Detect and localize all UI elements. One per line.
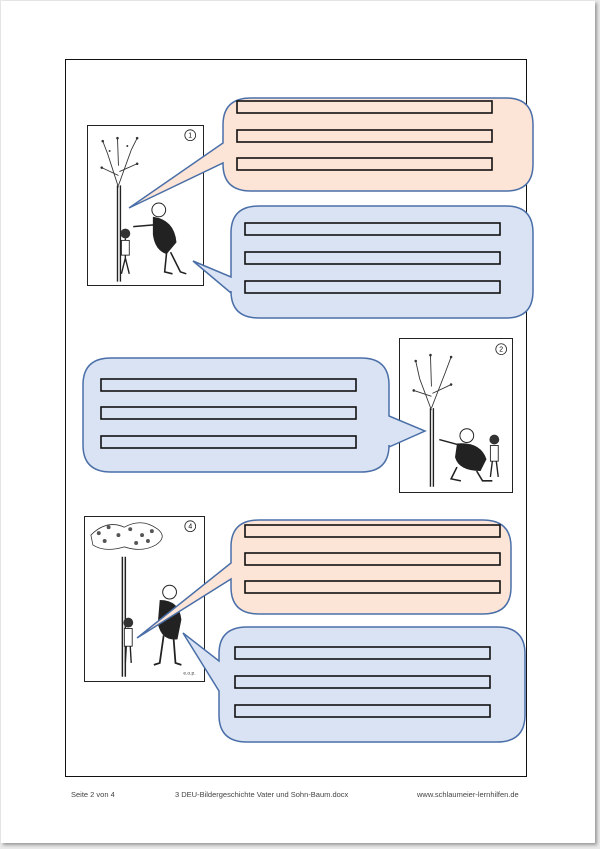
writing-line[interactable] [236, 129, 493, 143]
comic-drawing-1: 1 [100, 129, 197, 282]
writing-line[interactable] [234, 675, 491, 689]
writing-line[interactable] [244, 580, 501, 594]
comic-panel-1: 1 [87, 125, 204, 286]
writing-line[interactable] [244, 222, 501, 236]
writing-line[interactable] [234, 704, 491, 718]
panel-number-1: 1 [188, 133, 192, 140]
comic-panel-2: 2 [399, 338, 513, 493]
comic-drawing-2: 2 [412, 343, 507, 487]
footer-filename: 3 DEU-Bildergeschichte Vater und Sohn-Ba… [175, 790, 349, 799]
writing-line[interactable] [100, 406, 357, 420]
panel-number-4: 4 [188, 524, 192, 531]
writing-line[interactable] [234, 646, 491, 660]
speech-bubble-1 [128, 97, 534, 209]
writing-line[interactable] [244, 552, 501, 566]
speech-bubble-4 [136, 519, 512, 639]
footer-page-number: Seite 2 von 4 [71, 790, 115, 799]
panel-number-2: 2 [499, 347, 503, 354]
content-frame [65, 59, 527, 777]
svg-text:e.o.p.: e.o.p. [183, 672, 195, 677]
footer-website: www.schlaumeier-lernhilfen.de [417, 790, 519, 799]
writing-line[interactable] [236, 157, 493, 171]
writing-line[interactable] [244, 524, 501, 538]
writing-line[interactable] [244, 251, 501, 265]
writing-line[interactable] [244, 280, 501, 294]
writing-line[interactable] [100, 378, 357, 392]
writing-line[interactable] [236, 100, 493, 114]
writing-line[interactable] [100, 435, 357, 449]
